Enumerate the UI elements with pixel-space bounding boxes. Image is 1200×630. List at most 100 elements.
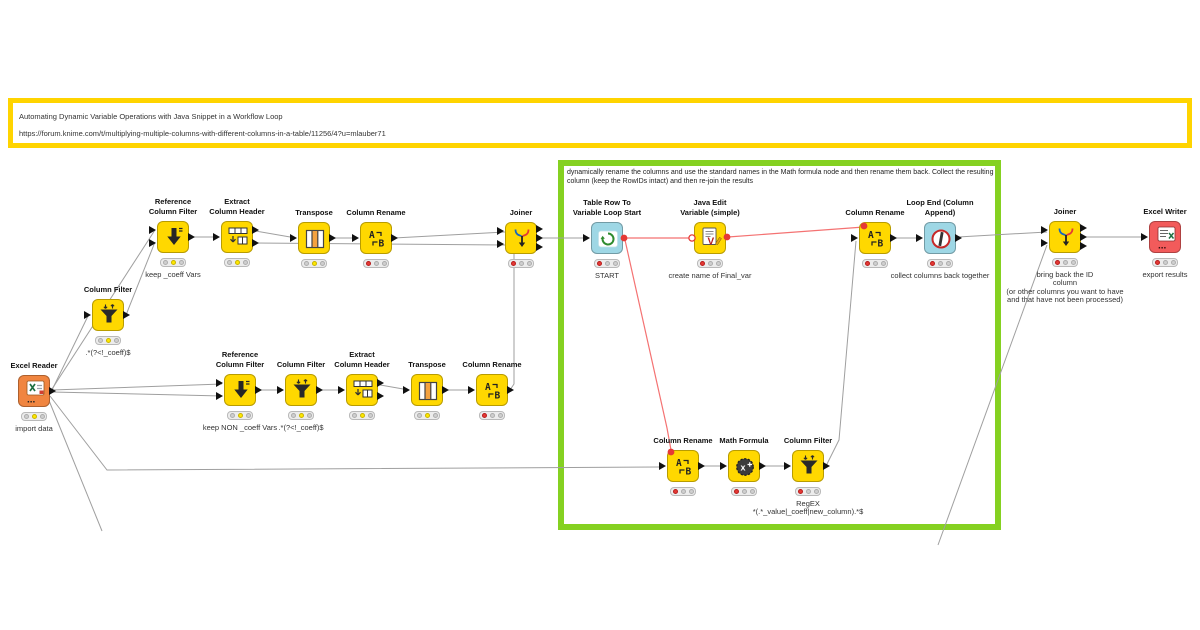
output-port[interactable] <box>188 233 195 241</box>
input-port[interactable] <box>583 234 590 242</box>
node-body[interactable] <box>924 222 956 254</box>
input-port[interactable] <box>659 462 666 470</box>
input-port[interactable] <box>216 392 223 400</box>
input-port[interactable] <box>403 386 410 394</box>
output-port[interactable] <box>536 234 543 242</box>
output-port[interactable] <box>442 386 449 394</box>
transpose-icon <box>412 375 444 407</box>
node-body[interactable] <box>505 222 537 254</box>
node-excel-writer[interactable]: Excel Writer...export results <box>1141 207 1188 279</box>
input-port[interactable] <box>720 462 727 470</box>
node-body[interactable]: ... <box>18 375 50 407</box>
node-body[interactable] <box>92 299 124 331</box>
node-transpose-top[interactable]: Transpose <box>290 208 336 268</box>
annotation-url: https://forum.knime.com/t/multiplying-mu… <box>19 129 386 138</box>
title-annotation-box[interactable]: Automating Dynamic Variable Operations w… <box>8 98 1192 148</box>
input-port[interactable] <box>277 386 284 394</box>
node-body[interactable] <box>591 222 623 254</box>
output-port[interactable] <box>507 386 514 394</box>
svg-text:B: B <box>495 391 501 402</box>
output-port[interactable] <box>255 386 262 394</box>
output-port[interactable] <box>1080 233 1087 241</box>
node-label: Math Formula <box>719 435 769 445</box>
output-port[interactable] <box>536 243 543 251</box>
output-port[interactable] <box>329 234 336 242</box>
output-port[interactable] <box>1080 224 1087 232</box>
input-port[interactable] <box>290 234 297 242</box>
input-port[interactable] <box>84 311 91 319</box>
input-port[interactable] <box>1041 239 1048 247</box>
node-comment: .*(?<!_coeff)$ <box>85 348 131 357</box>
node-body[interactable]: V <box>694 222 726 254</box>
node-loop-end[interactable]: Loop End (Column Append)collect columns … <box>891 198 990 280</box>
node-column-filter-top[interactable]: Column Filter.*(?<!_coeff)$ <box>84 285 132 357</box>
node-math-formula[interactable]: Math Formula x <box>719 436 769 496</box>
loop-annotation-box[interactable]: dynamically rename the columns and use t… <box>558 160 1001 530</box>
node-body[interactable] <box>221 221 253 253</box>
input-port[interactable] <box>352 234 359 242</box>
input-port[interactable] <box>468 386 475 394</box>
output-port[interactable] <box>377 379 384 387</box>
output-port[interactable] <box>823 462 830 470</box>
node-joiner-left[interactable]: Joiner <box>497 208 543 268</box>
loop-annotation-text: dynamically rename the columns and use t… <box>567 169 994 185</box>
node-body[interactable]: x <box>728 450 760 482</box>
output-port[interactable] <box>252 226 259 234</box>
node-body[interactable] <box>285 374 317 406</box>
input-port[interactable] <box>338 386 345 394</box>
output-port[interactable] <box>391 234 398 242</box>
input-port[interactable] <box>1041 226 1048 234</box>
node-body[interactable] <box>298 222 330 254</box>
node-body[interactable] <box>411 374 443 406</box>
input-port[interactable] <box>784 462 791 470</box>
output-port[interactable] <box>123 311 130 319</box>
output-port[interactable] <box>1080 242 1087 250</box>
input-port[interactable] <box>497 240 504 248</box>
input-port[interactable] <box>1141 233 1148 241</box>
input-port[interactable] <box>497 227 504 235</box>
node-body[interactable] <box>1049 221 1081 253</box>
output-port[interactable] <box>536 225 543 233</box>
node-body[interactable] <box>346 374 378 406</box>
output-port[interactable] <box>955 234 962 242</box>
node-excel-reader[interactable]: Excel Reader...import data <box>10 361 57 433</box>
node-body[interactable] <box>224 374 256 406</box>
output-port[interactable] <box>759 462 766 470</box>
node-body[interactable]: ... <box>1149 221 1181 253</box>
node-extract-column-header-mid[interactable]: Extract Column Header <box>334 350 390 420</box>
node-transpose-mid[interactable]: Transpose <box>403 360 449 420</box>
output-port[interactable] <box>698 462 705 470</box>
traffic-light <box>224 258 250 267</box>
input-port[interactable] <box>149 239 156 247</box>
output-port[interactable] <box>252 239 259 247</box>
node-comment: collect columns back together <box>890 271 990 280</box>
output-port[interactable] <box>890 234 897 242</box>
input-port[interactable] <box>916 234 923 242</box>
output-port[interactable] <box>49 387 56 395</box>
input-port[interactable] <box>213 233 220 241</box>
output-port[interactable] <box>377 392 384 400</box>
input-port[interactable] <box>851 234 858 242</box>
output-port[interactable] <box>316 386 323 394</box>
input-port[interactable] <box>216 379 223 387</box>
node-column-filter-mid[interactable]: Column Filter.*(?<!_coeff)$ <box>277 360 325 432</box>
input-port[interactable] <box>149 226 156 234</box>
node-extract-column-header-top[interactable]: Extract Column Header <box>209 197 265 267</box>
node-body[interactable] <box>157 221 189 253</box>
node-body[interactable] <box>792 450 824 482</box>
